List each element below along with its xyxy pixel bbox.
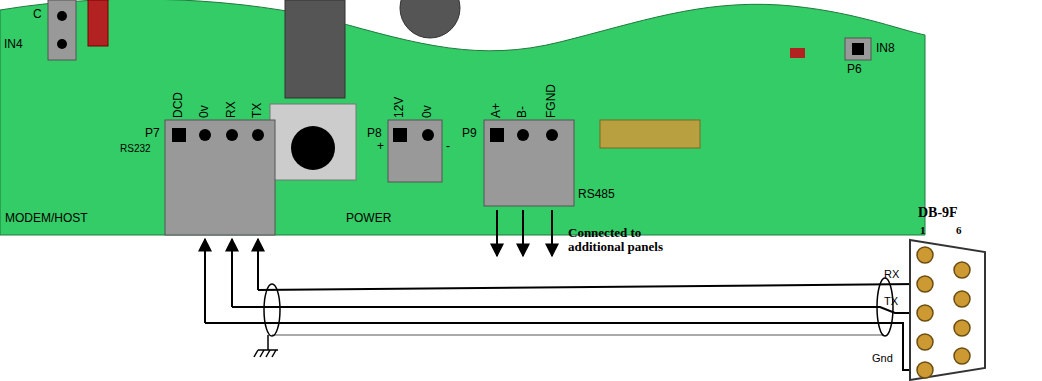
input-name: IN4 bbox=[4, 38, 23, 51]
polarity-mark: - bbox=[446, 140, 450, 153]
polarity-mark: + bbox=[377, 140, 384, 153]
input-name: IN8 bbox=[876, 42, 895, 55]
pin-name: 0v bbox=[198, 105, 211, 118]
db9-pin bbox=[917, 334, 933, 350]
regulator bbox=[285, 0, 345, 98]
pin-name: A+ bbox=[490, 103, 503, 118]
port-name: RS232 bbox=[120, 143, 151, 154]
signal-name: TX bbox=[884, 295, 898, 307]
pin-name: B- bbox=[516, 106, 529, 118]
pin-name: 0v bbox=[421, 105, 434, 118]
connector-ref: P8 bbox=[367, 127, 382, 140]
cable-shield bbox=[272, 334, 884, 336]
port-name: RS485 bbox=[578, 188, 615, 201]
db9-pin bbox=[917, 362, 933, 378]
pin-name: TX bbox=[251, 103, 264, 118]
signal-name: Gnd bbox=[872, 352, 893, 364]
jumper bbox=[845, 38, 871, 60]
component-ref: C bbox=[33, 8, 42, 21]
chip bbox=[600, 120, 700, 148]
ground-symbol bbox=[254, 335, 278, 357]
port-name: POWER bbox=[346, 212, 391, 225]
db9-pin bbox=[954, 262, 970, 278]
connector-name: DB-9F bbox=[918, 205, 958, 220]
pin-name: FGND bbox=[545, 84, 558, 118]
input-connector bbox=[48, 0, 76, 60]
connector-ref: P7 bbox=[145, 127, 160, 140]
db9-pin bbox=[917, 305, 933, 321]
note: Connected to additional panels bbox=[568, 226, 688, 255]
db9-pins bbox=[917, 247, 970, 378]
db9-pin bbox=[954, 320, 970, 336]
pin-name: DCD bbox=[172, 92, 185, 118]
db9-pin bbox=[954, 348, 970, 364]
signal-name: RX bbox=[884, 268, 899, 280]
pcb-board bbox=[0, 0, 925, 235]
capacitor bbox=[400, 0, 460, 38]
pin-name: 12V bbox=[393, 97, 406, 118]
pin-number: 6 bbox=[956, 224, 962, 236]
db9-pin bbox=[954, 291, 970, 307]
db9-pin bbox=[917, 276, 933, 292]
db9-connector bbox=[910, 240, 985, 380]
terminal-block bbox=[484, 120, 574, 206]
bus-arrows bbox=[497, 210, 552, 256]
buzzer bbox=[270, 104, 356, 180]
db9-pin bbox=[917, 247, 933, 263]
terminal-block bbox=[165, 120, 275, 235]
connector-ref: P9 bbox=[462, 127, 477, 140]
led bbox=[790, 48, 805, 58]
pin-name: RX bbox=[225, 101, 238, 118]
port-name: MODEM/HOST bbox=[5, 212, 88, 225]
red-component bbox=[88, 0, 108, 46]
cable-jacket bbox=[264, 284, 280, 336]
connector-ref: P6 bbox=[847, 63, 862, 76]
cable-wires bbox=[205, 239, 917, 370]
terminal-block bbox=[388, 120, 442, 182]
pin-number: 1 bbox=[920, 224, 926, 236]
